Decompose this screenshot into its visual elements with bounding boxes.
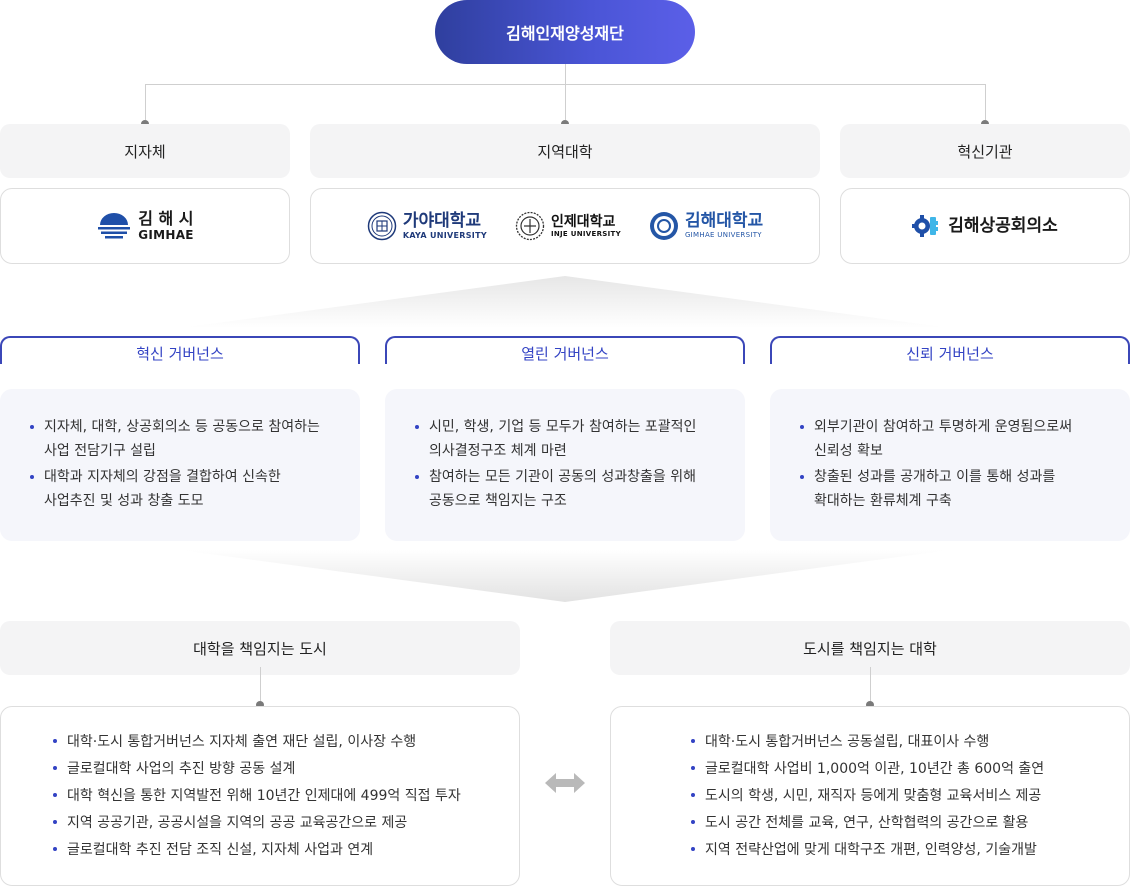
responsibility-list: 대학·도시 통합거버넌스 공동설립, 대표이사 수행 글로컬대학 사업비 1,0…: [691, 729, 1129, 864]
gimhae-city-en: GIMHAE: [138, 228, 194, 242]
stem-left: [260, 667, 261, 701]
root-label: 김해인재양성재단: [506, 24, 624, 43]
inje-univ-logo: 인제대학교 INJE UNIVERSITY: [515, 211, 621, 241]
stem-right: [870, 667, 871, 701]
gimhae-univ-en: GIMHAE UNIVERSITY: [684, 231, 762, 239]
responsibility-title: 대학을 책임지는 도시: [193, 639, 327, 658]
gimhae-univ-emblem-icon: [649, 212, 678, 240]
list-item: 도시의 학생, 시민, 재직자 등에게 맞춤형 교육서비스 제공: [691, 783, 1129, 810]
list-item: 글로컬대학 사업비 1,000억 이관, 10년간 총 600억 출연: [691, 756, 1129, 783]
kaya-name: 가야대학교: [402, 210, 482, 231]
responsibility-list: 대학·도시 통합거버넌스 지자체 출연 재단 설립, 이사장 수행 글로컬대학 …: [53, 729, 519, 864]
governance-header-open: 열린 거버넌스: [385, 336, 745, 364]
category-label: 지자체: [124, 142, 166, 161]
root-stem: [565, 64, 566, 84]
gimhae-city-logo: 김 해 시 GIMHAE: [96, 211, 194, 241]
governance-header-trust: 신뢰 거버넌스: [770, 336, 1130, 364]
branch-left: [145, 84, 146, 120]
logo-box-university: 가야대학교 KAYA UNIVERSITY 인제대학교 INJE UNIVERS…: [310, 188, 820, 264]
list-item: 대학·도시 통합거버넌스 공동설립, 대표이사 수행: [691, 729, 1129, 756]
category-local-gov: 지자체: [0, 124, 290, 178]
stem-dot-left: [256, 701, 264, 709]
chamber-logo: 김해상공회의소: [912, 213, 1058, 239]
funnel-shade-top: [180, 276, 950, 328]
responsibility-header-city: 대학을 책임지는 도시: [0, 621, 520, 675]
stem-dot-right: [866, 701, 874, 709]
responsibility-header-university: 도시를 책임지는 대학: [610, 621, 1130, 675]
governance-header-innovation: 혁신 거버넌스: [0, 336, 360, 364]
list-item: 글로컬대학 사업의 추진 방향 공동 설계: [53, 756, 519, 783]
kaya-emblem-icon: [367, 211, 397, 241]
bidirectional-arrow-icon: [545, 773, 585, 793]
gimhae-city-emblem-icon: [98, 213, 131, 239]
governance-title: 열린 거버넌스: [521, 345, 609, 363]
category-innovation: 혁신기관: [840, 124, 1130, 178]
list-item: 도시 공간 전체를 교육, 연구, 산학협력의 공간으로 활용: [691, 810, 1129, 837]
governance-title: 혁신 거버넌스: [136, 345, 224, 363]
inje-name: 인제대학교: [550, 213, 616, 230]
chamber-name: 김해상공회의소: [948, 215, 1058, 236]
kaya-univ-logo: 가야대학교 KAYA UNIVERSITY: [367, 211, 487, 241]
funnel-shade-bottom: [180, 550, 950, 602]
responsibility-body-university: 대학·도시 통합거버넌스 공동설립, 대표이사 수행 글로컬대학 사업비 1,0…: [610, 706, 1130, 886]
gimhae-univ-logo: 김해대학교 GIMHAE UNIVERSITY: [649, 211, 763, 241]
kaya-en: KAYA UNIVERSITY: [402, 230, 487, 240]
logo-box-innovation: 김해상공회의소: [840, 188, 1130, 264]
category-label: 지역대학: [537, 142, 593, 161]
governance-title: 신뢰 거버넌스: [906, 345, 994, 363]
inje-emblem-icon: [515, 211, 545, 241]
list-item: 지역 전략산업에 맞게 대학구조 개편, 인력양성, 기술개발: [691, 837, 1129, 864]
list-item: 대학·도시 통합거버넌스 지자체 출연 재단 설립, 이사장 수행: [53, 729, 519, 756]
logo-box-local-gov: 김 해 시 GIMHAE: [0, 188, 290, 264]
list-item: 지역 공공기관, 공공시설을 지역의 공공 교육공간으로 제공: [53, 810, 519, 837]
branch-center: [565, 84, 566, 120]
category-university: 지역대학: [310, 124, 820, 178]
inje-en: INJE UNIVERSITY: [550, 229, 621, 238]
chamber-gear-icon: [912, 215, 939, 237]
branch-right: [985, 84, 986, 120]
gimhae-city-name: 김 해 시: [138, 209, 194, 228]
category-label: 혁신기관: [957, 142, 1013, 161]
list-item: 글로컬대학 추진 전담 조직 신설, 지자체 사업과 연계: [53, 837, 519, 864]
gimhae-univ-name: 김해대학교: [684, 211, 764, 231]
root-node: 김해인재양성재단: [435, 0, 695, 64]
responsibility-body-city: 대학·도시 통합거버넌스 지자체 출연 재단 설립, 이사장 수행 글로컬대학 …: [0, 706, 520, 886]
responsibility-title: 도시를 책임지는 대학: [803, 639, 937, 658]
list-item: 대학 혁신을 통한 지역발전 위해 10년간 인제대에 499억 직접 투자: [53, 783, 519, 810]
